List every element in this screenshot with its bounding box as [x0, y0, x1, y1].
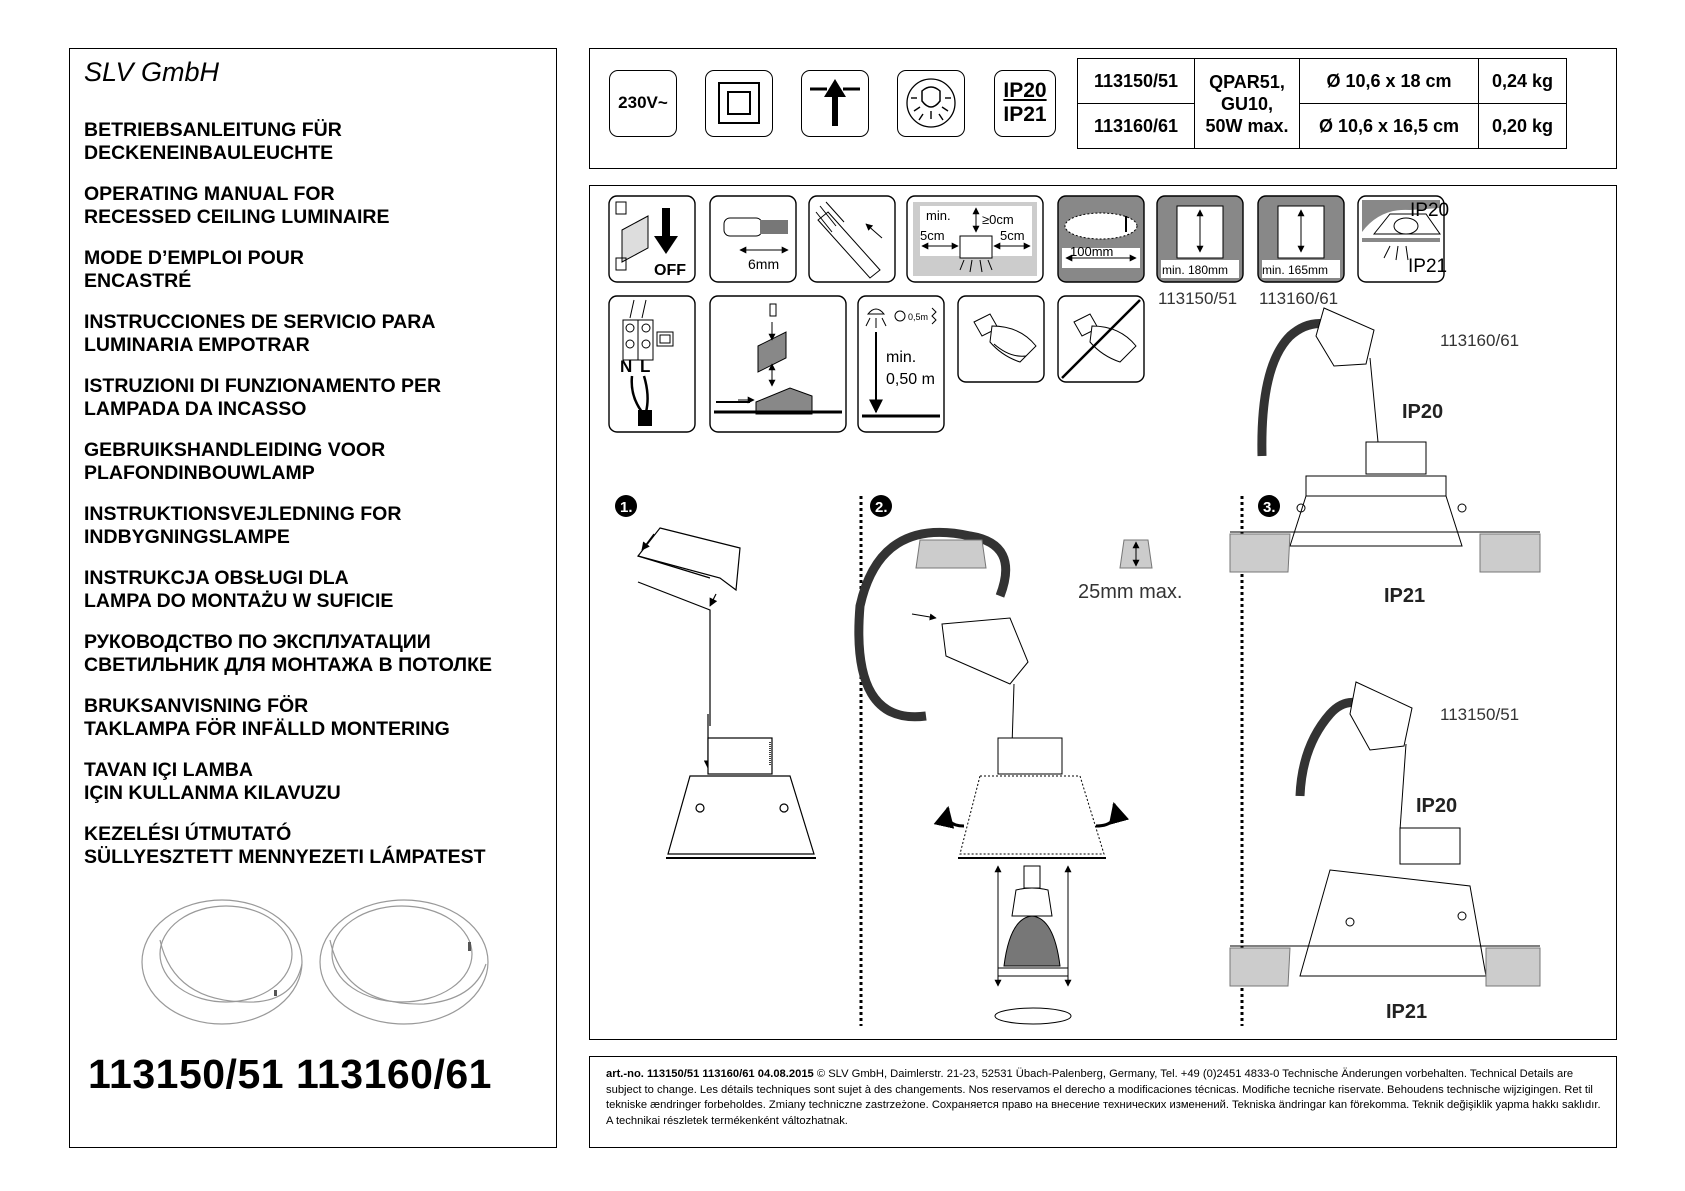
article-cell: 113160/61: [1077, 103, 1195, 149]
step-2-label: 2.: [875, 499, 888, 516]
off-label: OFF: [654, 262, 686, 279]
clearance-left-label: 5cm: [920, 228, 945, 243]
step-3-marker: [1258, 495, 1280, 517]
dimension-cell: Ø 10,6 x 16,5 cm: [1299, 103, 1479, 149]
copyright-text: © SLV GmbH, Daimlerstr. 21-23, 52531 Üba…: [606, 1068, 1601, 1127]
table-row: 113160/61 Ø 10,6 x 16,5 cm 0,20 kg: [1077, 103, 1567, 149]
model-113160-label: 113160/61: [1259, 289, 1338, 308]
title-nl: GEBRUIKSHANDLEIDING VOOR PLAFONDINBOUWLA…: [84, 439, 386, 484]
top-ip20-label: IP20: [1402, 401, 1443, 423]
ceiling-thickness-label: 25mm max.: [1078, 581, 1182, 603]
step-1-illustration: [636, 527, 816, 859]
title-list: BETRIEBSANLEITUNG FÜR DECKENEINBAULEUCHT…: [84, 119, 554, 887]
title-es: INSTRUCCIONES DE SERVICIO PARA LUMINARIA…: [84, 311, 436, 356]
model-bottom-label: 113150/51: [1440, 705, 1519, 724]
title-pl: INSTRUKCJA OBSŁUGI DLA LAMPA DO MONTAŻU …: [84, 567, 394, 612]
min165-label: min. 165mm: [1262, 263, 1328, 277]
title-se: BRUKSANVISNING FÖR TAKLAMPA FÖR INFÄLLD …: [84, 695, 450, 740]
step-2-illustration: 25mm max.: [854, 527, 1182, 1025]
ip-rating-badge: IP20 IP21: [994, 70, 1056, 137]
depth-165-icon: min. 165mm: [1257, 195, 1345, 283]
left-panel: SLV GmbH BETRIEBSANLEITUNG FÜR DECKENEIN…: [69, 48, 557, 1148]
article-date: art.-no. 113150/51 113160/61 04.08.2015: [606, 1068, 814, 1080]
bottom-ip20-label: IP20: [1416, 795, 1457, 817]
live-label: L: [640, 357, 650, 376]
lamp-cell: QPAR51, GU10, 50W max.: [1194, 58, 1300, 149]
no-bare-hands-icon: [1057, 295, 1145, 383]
spec-table: 113150/51 QPAR51, GU10, 50W max. Ø 10,6 …: [1077, 58, 1567, 149]
step-3-bottom-illustration: 113150/51 IP20 IP21: [1229, 681, 1541, 1023]
lamp-spec: QPAR51, GU10, 50W max.: [1205, 71, 1289, 136]
step-1-label: 1.: [620, 499, 633, 516]
wire-insert-icon: [808, 195, 896, 283]
clearance-right-label: 5cm: [1000, 228, 1025, 243]
instruction-diagrams: OFF 6mm min. 5cm 5cm ≥0cm: [608, 195, 1541, 1026]
footer-panel: art.-no. 113150/51 113160/61 04.08.2015 …: [589, 1056, 1617, 1148]
protection-class-2-icon: [705, 70, 773, 137]
strain-relief-icon: [709, 295, 847, 433]
min180-label: min. 180mm: [1162, 263, 1228, 277]
article-cell: 113150/51: [1077, 58, 1195, 104]
zone-ip21-label: IP21: [1408, 256, 1447, 277]
handle-lamp-gloves-icon: [957, 295, 1045, 383]
ip-zones-icon: IP20 IP21: [1357, 195, 1449, 283]
strip-length-label: 6mm: [748, 256, 779, 272]
legal-text: art.-no. 113150/51 113160/61 04.08.2015 …: [606, 1067, 1602, 1129]
terminal-wiring-icon: N L: [608, 295, 696, 433]
depth-180-icon: min. 180mm: [1156, 195, 1244, 283]
table-row: 113150/51 QPAR51, GU10, 50W max. Ø 10,6 …: [1077, 58, 1567, 149]
weight-cell: 0,24 kg: [1478, 58, 1567, 104]
distance-min-label: min.: [886, 349, 916, 366]
cutout-icon: 100mm: [1057, 195, 1145, 283]
title-hu: KEZELÉSI ÚTMUTATÓ SÜLLYESZTETT MENNYEZET…: [84, 823, 486, 868]
diagram-panel: OFF 6mm min. 5cm 5cm ≥0cm: [589, 185, 1617, 1040]
zone-ip20-label: IP20: [1410, 200, 1449, 221]
spec-panel: 230V~ IP2: [589, 48, 1617, 169]
clip-mark: [468, 942, 471, 951]
step-1-marker: [615, 495, 637, 517]
title-en: OPERATING MANUAL FOR RECESSED CEILING LU…: [84, 183, 390, 228]
title-de: BETRIEBSANLEITUNG FÜR DECKENEINBAULEUCHT…: [84, 119, 342, 164]
article-numbers: 113150/51 113160/61: [88, 1051, 492, 1097]
title-tr: TAVAN IÇI LAMBA IÇIN KULLANMA KILAVUZU: [84, 759, 341, 804]
voltage-symbol: 230V~: [609, 70, 677, 137]
fixture-sketch-image: [141, 899, 489, 1025]
lamp-rays-icon: [897, 70, 965, 137]
title-dk: INSTRUKTIONSVEJLEDNING FOR INDBYGNINGSLA…: [84, 503, 402, 548]
dimension-cell: Ø 10,6 x 18 cm: [1299, 58, 1479, 104]
model-top-label: 113160/61: [1440, 331, 1519, 350]
weight-cell: 0,20 kg: [1478, 103, 1567, 149]
step-3-label: 3.: [1263, 499, 1276, 516]
voltage-label: 230V~: [618, 93, 668, 112]
clearance-top-label: ≥0cm: [982, 212, 1014, 227]
ip21-label: IP21: [1003, 103, 1047, 126]
distance-value-label: 0,50 m: [886, 371, 935, 388]
step-3-top-illustration: 113160/61 IP20 IP21: [1229, 307, 1541, 607]
neutral-label: N: [620, 357, 632, 376]
top-ip21-label: IP21: [1384, 585, 1425, 607]
ceiling-mount-arrow-icon: [801, 70, 869, 137]
step-2-marker: [870, 495, 892, 517]
company-name: SLV GmbH: [84, 57, 220, 87]
power-off-icon: OFF: [608, 195, 696, 283]
clearance-icon: min. 5cm 5cm ≥0cm: [906, 195, 1044, 283]
title-fr: MODE D’EMPLOI POUR ENCASTRÉ: [84, 247, 304, 292]
min-distance-icon: 0,5m min. 0,50 m: [857, 295, 945, 433]
bottom-ip21-label: IP21: [1386, 1001, 1427, 1023]
title-ru: РУКОВОДСТВО ПО ЭКСПЛУАТАЦИИ СВЕТИЛЬНИК Д…: [84, 631, 492, 676]
ip20-label: IP20: [1003, 79, 1047, 102]
cable-strip-icon: 6mm: [709, 195, 797, 283]
model-113150-label: 113150/51: [1158, 289, 1237, 308]
small-distance-label: 0,5m: [908, 312, 928, 322]
title-it: ISTRUZIONI DI FUNZIONAMENTO PER LAMPADA …: [84, 375, 442, 420]
cutout-label: 100mm: [1070, 244, 1113, 259]
clearance-min-label: min.: [926, 208, 951, 223]
